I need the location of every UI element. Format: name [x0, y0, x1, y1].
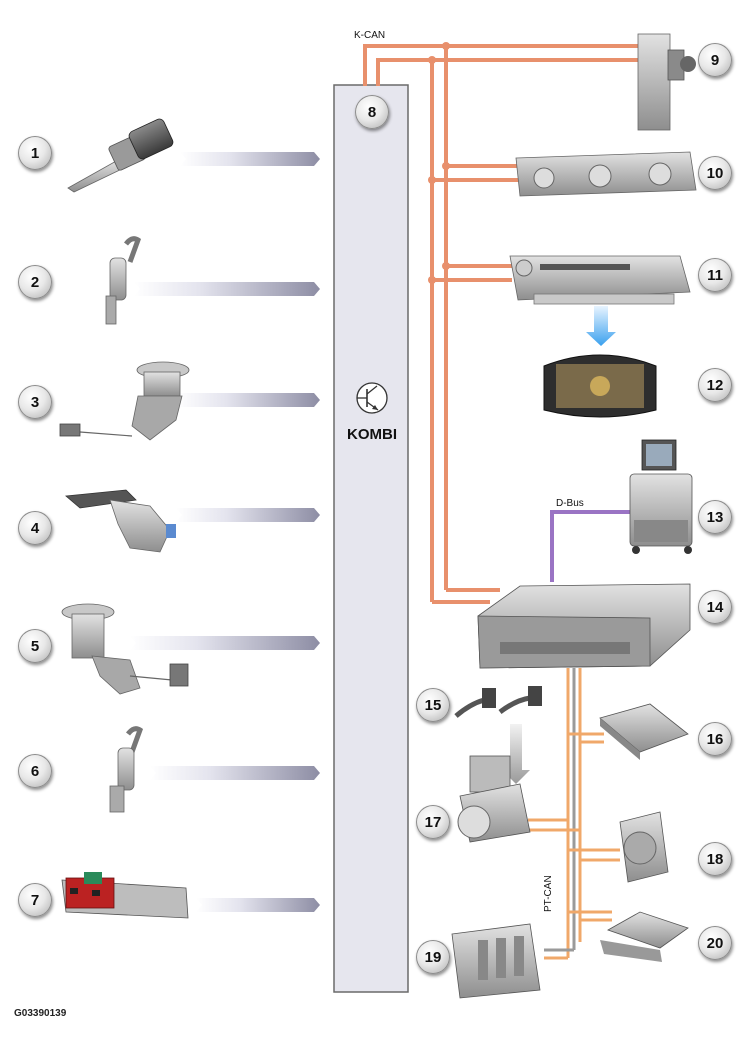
fuel-pump-unit-icon: [59, 361, 190, 441]
badge-12: 12: [698, 368, 732, 402]
badge-3: 3: [18, 385, 52, 419]
badge-4: 4: [18, 511, 52, 545]
kombi-label: KOMBI: [347, 426, 397, 443]
badge-7: 7: [18, 883, 52, 917]
dsc-unit-icon: [457, 755, 531, 843]
badge-15: 15: [416, 688, 450, 722]
input-arrow-2: [134, 282, 320, 296]
badge-10: 10: [698, 156, 732, 190]
washer-level-sensor-icon: [109, 726, 144, 813]
level-sensor-icon: [105, 236, 142, 325]
d-bus-line: [550, 510, 640, 582]
gateway-module-icon: [477, 583, 691, 669]
diagnosis-tester-icon: [629, 439, 693, 554]
input-arrow-3: [176, 393, 320, 407]
temperature-sensor-icon: [67, 118, 174, 193]
badge-13: 13: [698, 500, 732, 534]
input-arrow-5: [130, 636, 320, 650]
badge-11: 11: [698, 258, 732, 292]
badge-20: 20: [698, 926, 732, 960]
badge-9: 9: [698, 43, 732, 77]
k-can-label: K-CAN: [354, 30, 386, 41]
input-arrow-4: [176, 508, 320, 522]
input-arrow-6: [150, 766, 320, 780]
input-arrow-1: [180, 152, 320, 166]
wheel-speed-sensors-icon: [454, 686, 542, 718]
badge-17: 17: [416, 805, 450, 839]
pt-can-bus: [528, 668, 620, 960]
climate-control-panel-icon: [515, 151, 697, 197]
badge-1: 1: [18, 136, 52, 170]
badge-16: 16: [698, 722, 732, 756]
badge-5: 5: [18, 629, 52, 663]
badge-2: 2: [18, 265, 52, 299]
badge-14: 14: [698, 590, 732, 624]
kombi-module-box: [333, 84, 409, 993]
k-can-bus: [363, 44, 640, 604]
control-unit-20-icon: [600, 911, 689, 962]
d-bus-label: D-Bus: [556, 498, 584, 509]
central-display-icon: [543, 354, 657, 418]
control-unit-18-icon: [619, 811, 669, 883]
engine-control-unit-icon: [451, 923, 541, 999]
input-arrows: [130, 152, 320, 912]
junction-box-icon: [61, 872, 189, 919]
pt-can-label: PT-CAN: [543, 875, 554, 912]
input-arrow-7: [196, 898, 320, 912]
badge-8: 8: [355, 95, 389, 129]
sensor-arrow: [502, 724, 530, 784]
handbrake-icon: [65, 489, 176, 553]
display-arrow: [586, 306, 616, 346]
transistor-icon: [356, 382, 388, 414]
badge-19: 19: [416, 940, 450, 974]
cas-unit-icon: [637, 33, 696, 131]
fuel-level-sensor-icon: [61, 603, 189, 695]
figure-code: G03390139: [14, 1008, 67, 1019]
badge-6: 6: [18, 754, 52, 788]
badge-18: 18: [698, 842, 732, 876]
control-unit-16-icon: [599, 703, 689, 760]
head-unit-icon: [509, 255, 691, 305]
